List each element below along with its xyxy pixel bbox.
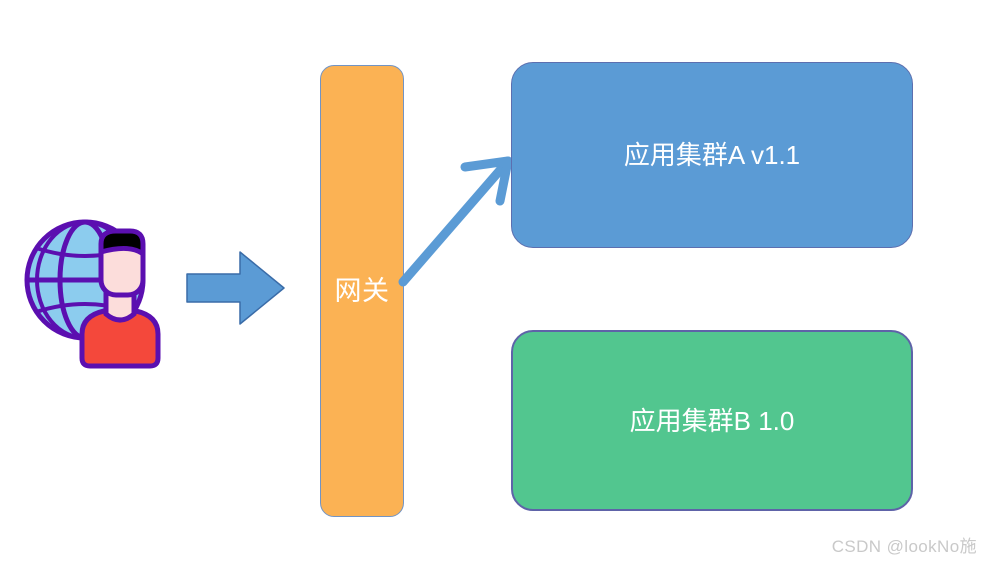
gateway-node[interactable]: 网关 — [320, 65, 404, 517]
cluster-b-label: 应用集群B 1.0 — [629, 405, 795, 436]
watermark: CSDN @lookNo施 — [831, 537, 977, 556]
diagonal-arrow-icon — [395, 145, 525, 295]
cluster-b-node[interactable]: 应用集群B 1.0 — [511, 330, 913, 511]
cluster-a-node[interactable]: 应用集群A v1.1 — [511, 62, 913, 248]
right-block-arrow-icon — [184, 248, 288, 328]
person-shape — [79, 228, 161, 369]
globe-user-icon — [18, 210, 178, 375]
cluster-a-label: 应用集群A v1.1 — [623, 140, 801, 170]
gateway-label: 网关 — [334, 275, 390, 306]
